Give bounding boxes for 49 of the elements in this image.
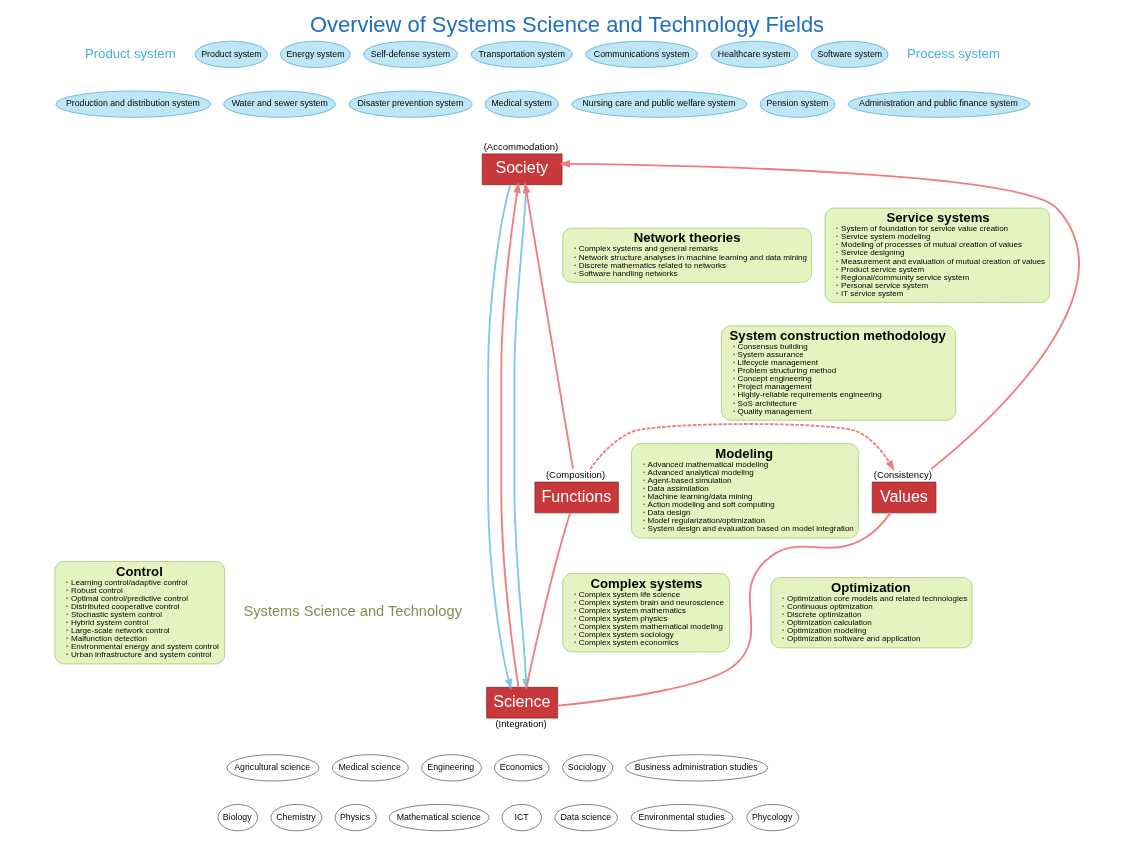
node-ellipse: Healthcare system bbox=[710, 40, 798, 68]
node-ellipse: Communications system bbox=[585, 40, 698, 68]
node-box: Modeling ・Advanced mathematical modeling ・Advanced analytical modeling ・Agent-based simulation ・Data assimilation ・Machine learning/data mining ・Action modeling and soft computing ・Data design ・Model regularization/optimization ・System design and evaluation based on model integration bbox=[630, 443, 859, 539]
node-label: (Integration) bbox=[494, 718, 547, 730]
node-ellipse: Energy system bbox=[279, 40, 351, 68]
node-ellipse: Biology bbox=[217, 804, 258, 832]
node-ellipse: Data science bbox=[553, 804, 618, 832]
node-ellipse: Phycology bbox=[745, 804, 799, 832]
node-ellipse: Environmental studies bbox=[630, 804, 733, 832]
node-ellipse: Sociology bbox=[561, 754, 613, 782]
node-box: Complex systems ・Complex system life science ・Complex system brain and neuroscience ・Complex system mathematics ・Complex system physics ・Complex system mathematical modeling ・Complex system sociology ・Complex system economics bbox=[561, 573, 730, 653]
node-ellipse: Pension system bbox=[759, 90, 836, 118]
node-label: (Consistency) bbox=[873, 469, 932, 480]
node-ellipse: Economics bbox=[493, 754, 549, 782]
label: Process system bbox=[906, 45, 1000, 61]
diagram-title: Overview of Systems Science and Technology Fields bbox=[309, 11, 824, 37]
arrow bbox=[499, 181, 521, 688]
node-box: System construction methodology ・Consensus building ・System assurance ・Lifecycle management ・Problem structuring method ・Concept engineering ・Project management ・Highly-reliable requirements engineering ・SoS architecture ・Quality management bbox=[720, 325, 956, 421]
node-ellipse: Water and sewer system bbox=[222, 90, 336, 118]
node-ellipse: Medical system bbox=[484, 90, 559, 118]
node-ellipse: ICT bbox=[501, 804, 542, 832]
label: Product system bbox=[84, 45, 176, 61]
connector bbox=[555, 511, 891, 707]
node-ellipse: Nursing care and public welfare system bbox=[570, 90, 747, 118]
node-ellipse: Software system bbox=[810, 40, 888, 68]
node-ellipse: Administration and public finance system bbox=[847, 90, 1030, 118]
node-ellipse: Engineering bbox=[420, 754, 482, 782]
node-label: (Composition) bbox=[545, 469, 605, 480]
node-box: Service systems ・System of foundation for service value creation ・Service system modeling ・Modeling of processes of mutual creation of values ・Service designing ・Measurement and evaluation of mutual creation of values ・Product service system ・Regional/community service system ・Personal service system ・IT service system bbox=[824, 207, 1050, 303]
node-box: Network theories ・Complex systems and general remarks ・Network structure analyses in machine learning and data mining ・Discrete mathematics related to networks ・Software handling networks bbox=[561, 227, 812, 283]
node-box: Control ・Learning control/adaptive control ・Robust control ・Optimal control/predictive control ・Distributed cooperative control ・Stochastic system control ・Hybrid system control ・Large-scale network control ・Malfunction detection ・Environmental energy and system control ・Urban infrastructure and system control bbox=[54, 561, 225, 665]
node-ellipse: Mathematical science bbox=[388, 804, 489, 832]
node-ellipse: Medical science bbox=[331, 754, 409, 782]
node-ellipse: Chemistry bbox=[270, 804, 322, 832]
node-ellipse: Business administration studies bbox=[624, 754, 768, 782]
node-ellipse: Transportation system bbox=[470, 40, 573, 68]
node-box: Optimization ・Optimization core models and related technologies ・Continuous optimization ・Discrete optimization ・Optimization calculation ・Optimization modeling ・Optimization software and application bbox=[770, 577, 972, 649]
arrow bbox=[486, 183, 512, 690]
node-ellipse: Agricultural science bbox=[226, 754, 319, 782]
node-ellipse: Product system bbox=[194, 40, 268, 68]
node-ellipse: Physics bbox=[334, 804, 377, 832]
node-label: (Accommodation) bbox=[483, 140, 558, 152]
node-ellipse: Production and distribution system bbox=[55, 90, 211, 118]
label: Systems Science and Technology bbox=[243, 603, 462, 620]
node-ellipse: Self-defense system bbox=[362, 40, 458, 68]
node-ellipse: Disaster prevention system bbox=[348, 90, 473, 118]
arrow bbox=[588, 423, 895, 472]
arrow bbox=[522, 182, 574, 470]
connector bbox=[524, 512, 571, 689]
